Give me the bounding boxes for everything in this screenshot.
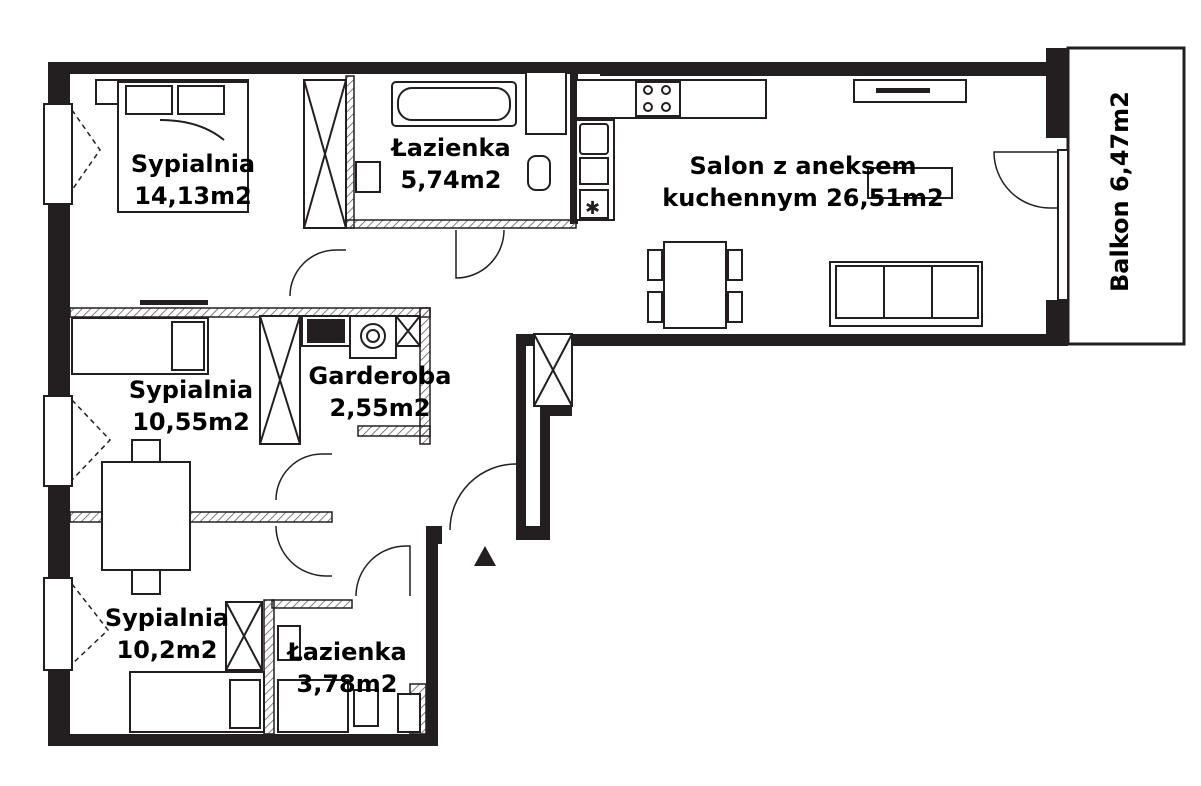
wall-right-upper — [1046, 48, 1068, 138]
label-balcony: Balkon 6,47m2 — [1106, 91, 1134, 292]
window-bedroom-2 — [43, 395, 73, 487]
wall-corridor-inner — [516, 346, 526, 540]
windows-left — [43, 103, 73, 671]
label-bathroom-2: Łazienka 3,78m2 — [272, 636, 422, 700]
doors — [275, 151, 1059, 597]
window-swings — [71, 109, 112, 665]
room-area: 10,55m2 — [132, 408, 250, 436]
door-balcony — [993, 151, 1059, 209]
bed-2 — [71, 317, 209, 375]
window-bedroom-3 — [43, 577, 73, 671]
door-bedroom-3 — [275, 525, 332, 577]
wall-bottom-right-stub — [426, 540, 438, 746]
wall-bath2-left — [263, 599, 275, 735]
wall-bedroom2-bottom — [69, 511, 333, 523]
door-bedroom-2 — [275, 453, 332, 501]
entrance-arrow-icon — [474, 546, 496, 566]
room-area: 10,2m2 — [116, 636, 218, 664]
sofa — [829, 261, 983, 327]
room-area: kuchennym 26,51m2 — [662, 184, 944, 212]
bed-3 — [129, 671, 265, 733]
wall-kitchen-bath — [570, 72, 578, 224]
tv-bar — [876, 88, 930, 93]
room-name: Sypialnia — [130, 150, 256, 178]
door-bath-1 — [455, 229, 505, 279]
room-area: 2,55m2 — [329, 394, 431, 422]
bed-1 — [95, 79, 249, 213]
fridge-icon: ✱ — [585, 198, 600, 219]
room-area: 3,78m2 — [296, 670, 398, 698]
label-bathroom-1: Łazienka 5,74m2 — [376, 132, 526, 196]
room-name: Sypialnia — [104, 604, 230, 632]
window-bedroom-1 — [43, 103, 73, 205]
wall-corridor-right2 — [540, 416, 550, 540]
balcony-door — [1057, 149, 1069, 301]
bathroom-1-fixtures — [355, 71, 567, 193]
wall-top-right — [600, 62, 1060, 76]
wall-top-left — [48, 62, 608, 74]
label-bedroom-3: Sypialnia 10,2m2 — [92, 602, 242, 666]
room-area: 14,13m2 — [134, 182, 252, 210]
label-bedroom-2: Sypialnia 10,55m2 — [116, 374, 266, 438]
door-bath-2 — [355, 545, 411, 597]
room-name: Łazienka — [391, 134, 511, 162]
coffee-table — [867, 167, 953, 199]
shafts — [225, 79, 573, 671]
room-name: Łazienka — [287, 638, 407, 666]
wall-wardrobe-right — [419, 307, 431, 445]
wall-bath2-top — [271, 599, 353, 609]
bathroom-2-fixtures — [277, 625, 421, 733]
room-name: Garderoba — [308, 362, 452, 390]
room-area: 5,74m2 — [400, 166, 502, 194]
wall-wardrobe-bottom — [357, 425, 431, 437]
label-bedroom-1: Sypialnia 14,13m2 — [118, 148, 268, 212]
wall-entry-left — [426, 526, 442, 544]
interior-walls — [69, 75, 577, 735]
label-living-room: Salon z aneksem kuchennym 26,51m2 — [640, 150, 966, 214]
room-name: Sypialnia — [128, 376, 254, 404]
wardrobe-fixtures — [301, 315, 397, 359]
door-bedroom-1 — [289, 249, 346, 297]
wall-bedroom1-bath — [345, 75, 355, 229]
door-entrance — [449, 463, 517, 531]
wall-bath1-bottom — [345, 219, 577, 229]
label-wardrobe: Garderoba 2,55m2 — [300, 360, 460, 424]
desk-set — [101, 439, 191, 595]
tv-bar-2 — [140, 300, 208, 305]
wall-living-bottom — [560, 334, 1068, 346]
wall-bottom — [48, 734, 438, 746]
dining-set — [647, 241, 743, 329]
room-name: Salon z aneksem — [689, 152, 917, 180]
kitchen — [575, 79, 967, 221]
